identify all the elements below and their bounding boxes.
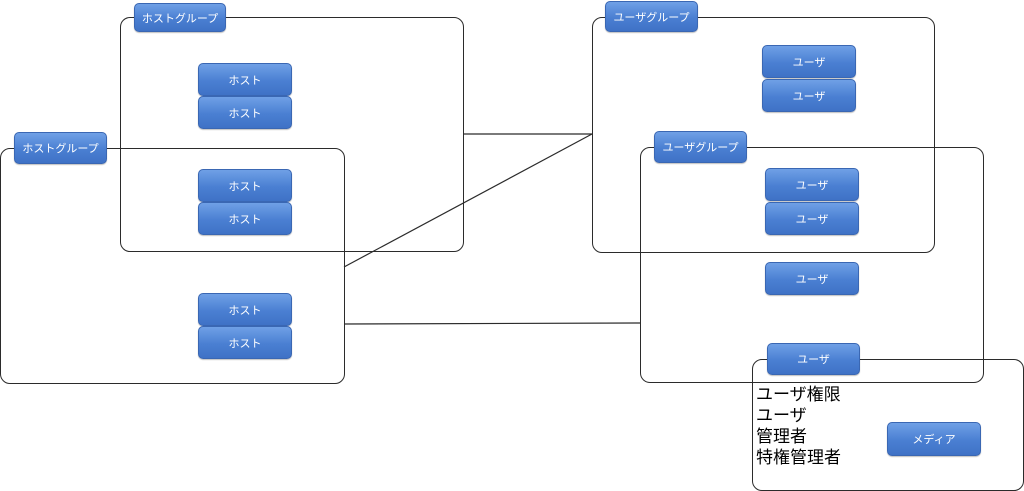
permission-list: ユーザ権限 ユーザ 管理者 特権管理者 xyxy=(756,385,841,469)
user-group-label-1[interactable]: ユーザグループ xyxy=(605,1,698,32)
host-node[interactable]: ホスト xyxy=(198,63,292,96)
permission-item: 管理者 xyxy=(756,427,807,447)
user-group-label-2[interactable]: ユーザグループ xyxy=(654,131,747,163)
host-node[interactable]: ホスト xyxy=(198,326,292,359)
media-node[interactable]: メディア xyxy=(887,422,981,456)
user-node[interactable]: ユーザ xyxy=(765,202,859,235)
host-group-frame-2 xyxy=(0,148,345,384)
host-node[interactable]: ホスト xyxy=(198,293,292,326)
host-node[interactable]: ホスト xyxy=(198,202,292,235)
user-group-frame-2 xyxy=(640,147,984,383)
permission-heading: ユーザ権限 xyxy=(756,385,841,405)
user-node[interactable]: ユーザ xyxy=(765,168,859,201)
user-node[interactable]: ユーザ xyxy=(762,45,856,78)
host-group-label-1[interactable]: ホストグループ xyxy=(134,3,226,32)
user-group-frame-1 xyxy=(592,17,935,253)
link-hostgroup2-usergroup2 xyxy=(343,322,642,325)
host-node[interactable]: ホスト xyxy=(198,96,292,129)
user-detail-label[interactable]: ユーザ xyxy=(767,343,860,375)
host-group-label-2[interactable]: ホストグループ xyxy=(14,132,107,164)
link-hostgroup2-usergroup1 xyxy=(343,133,593,268)
permission-item: ユーザ xyxy=(756,406,807,426)
host-node[interactable]: ホスト xyxy=(198,169,292,202)
user-node[interactable]: ユーザ xyxy=(765,262,859,295)
host-group-frame-1 xyxy=(120,17,464,252)
user-node[interactable]: ユーザ xyxy=(762,79,856,112)
permission-item: 特権管理者 xyxy=(756,448,841,468)
